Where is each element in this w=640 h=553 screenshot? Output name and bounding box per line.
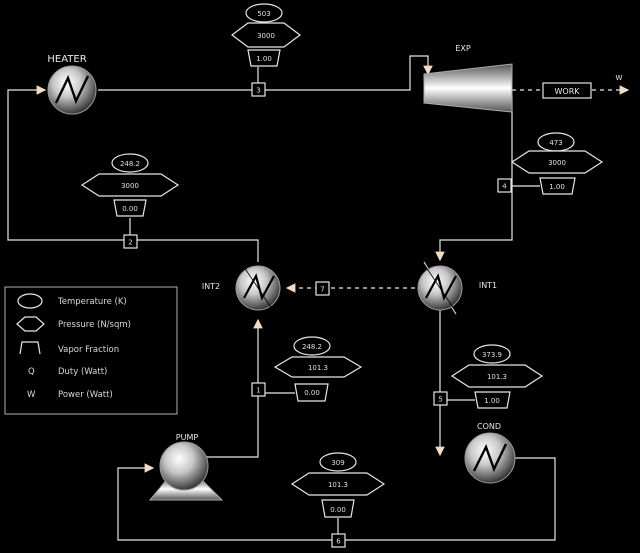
stream-id-box[interactable]: 4 — [497, 178, 512, 193]
heater-label: HEATER — [47, 54, 86, 65]
svg-text:1.00: 1.00 — [484, 397, 500, 405]
pressure-hexagon — [290, 472, 386, 496]
stream-id-box[interactable]: 2 — [123, 234, 138, 249]
svg-text:3000: 3000 — [257, 32, 275, 40]
stream-id-box[interactable]: 1 — [251, 382, 266, 397]
svg-text:1.00: 1.00 — [256, 55, 272, 63]
svg-text:101.3: 101.3 — [308, 364, 328, 372]
svg-text:101.3: 101.3 — [328, 481, 348, 489]
vapor-fraction-trapezoid — [321, 499, 355, 518]
condenser-unit[interactable]: COND — [464, 422, 516, 484]
stream-3-line[interactable] — [98, 55, 433, 91]
heater-unit[interactable]: HEATER — [47, 54, 97, 115]
stream-5-data-tag[interactable]: 373.9 101.3 1.00 — [450, 344, 544, 409]
legend-frame — [4, 286, 178, 415]
pressure-hexagon — [273, 356, 363, 378]
svg-text:1: 1 — [256, 387, 260, 395]
vapor-fraction-trapezoid — [294, 383, 329, 402]
int1-heat-exchanger[interactable]: INT1 — [417, 261, 497, 315]
svg-text:0.00: 0.00 — [122, 205, 138, 213]
stream-1-data-tag[interactable]: 248.2 101.3 0.00 — [273, 336, 363, 402]
svg-text:0.00: 0.00 — [330, 506, 346, 514]
pump-label: PUMP — [176, 433, 199, 442]
temperature-ellipse — [319, 452, 357, 472]
int2-heat-exchanger[interactable]: INT2 — [202, 263, 281, 313]
temperature-ellipse — [473, 344, 511, 364]
stream-2-line[interactable] — [7, 85, 259, 262]
legend-power-symbol: W — [27, 390, 36, 400]
stream-2-data-tag[interactable]: 248.2 3000 0.00 — [80, 153, 180, 217]
stream-3-data-tag[interactable]: 503 3000 1.00 — [231, 3, 301, 67]
stream-id-box[interactable]: 3 — [251, 82, 266, 97]
stream-id-box[interactable]: 7 — [315, 281, 330, 296]
int1-label: INT1 — [479, 281, 497, 290]
svg-text:3000: 3000 — [121, 182, 139, 190]
svg-text:248.2: 248.2 — [302, 343, 322, 351]
int2-label: INT2 — [202, 282, 220, 291]
svg-text:248.2: 248.2 — [120, 160, 140, 168]
svg-text:0.00: 0.00 — [304, 389, 320, 397]
stream-1-line[interactable] — [200, 318, 263, 458]
legend-pressure-symbol — [16, 316, 45, 332]
legend-power-text: Power (Watt) — [58, 390, 113, 400]
temperature-ellipse — [111, 153, 149, 173]
legend-temperature-symbol — [17, 293, 43, 309]
legend: Temperature (K) Pressure (N/sqm) Vapor F… — [4, 286, 178, 415]
work-label: WORK — [554, 87, 580, 96]
vapor-fraction-trapezoid — [113, 199, 147, 217]
vapor-fraction-trapezoid — [247, 49, 281, 67]
stream-id-box[interactable]: 6 — [331, 533, 346, 548]
power-label: W — [616, 74, 623, 82]
stream-4-line[interactable] — [435, 95, 513, 262]
work-output-box[interactable]: WORK — [542, 82, 592, 99]
svg-text:309: 309 — [331, 459, 344, 467]
pump-unit[interactable]: PUMP — [148, 433, 224, 501]
condenser-label: COND — [477, 422, 501, 431]
svg-text:2: 2 — [128, 239, 132, 247]
svg-text:6: 6 — [336, 538, 341, 546]
legend-duty-symbol: Q — [28, 367, 35, 377]
vapor-fraction-trapezoid — [474, 391, 511, 409]
legend-duty-text: Duty (Watt) — [58, 367, 107, 377]
stream-4-data-tag[interactable]: 473 3000 1.00 — [510, 132, 604, 195]
legend-vapor-text: Vapor Fraction — [58, 345, 119, 355]
svg-text:7: 7 — [320, 286, 324, 294]
pressure-hexagon — [80, 173, 180, 197]
svg-text:101.3: 101.3 — [487, 373, 507, 381]
temperature-ellipse — [245, 3, 283, 23]
stream-6-data-tag[interactable]: 309 101.3 0.00 — [290, 452, 386, 518]
svg-text:4: 4 — [502, 183, 507, 191]
expander-label: EXP — [455, 44, 471, 53]
pressure-hexagon — [450, 364, 544, 388]
svg-text:473: 473 — [549, 139, 562, 147]
svg-text:373.9: 373.9 — [482, 351, 502, 359]
svg-text:503: 503 — [257, 10, 270, 18]
vapor-fraction-trapezoid — [539, 177, 576, 195]
temperature-ellipse — [293, 336, 331, 356]
legend-temperature-text: Temperature (K) — [57, 297, 127, 307]
svg-text:3000: 3000 — [548, 159, 566, 167]
stream-id-box[interactable]: 5 — [433, 391, 448, 406]
expander-turbine[interactable]: EXP — [423, 44, 513, 113]
legend-vapor-symbol — [19, 341, 41, 355]
svg-text:5: 5 — [438, 396, 442, 404]
pressure-hexagon — [231, 22, 301, 48]
svg-text:3: 3 — [256, 87, 260, 95]
legend-pressure-text: Pressure (N/sqm) — [58, 320, 131, 330]
pressure-hexagon — [510, 150, 604, 174]
svg-text:1.00: 1.00 — [549, 183, 565, 191]
